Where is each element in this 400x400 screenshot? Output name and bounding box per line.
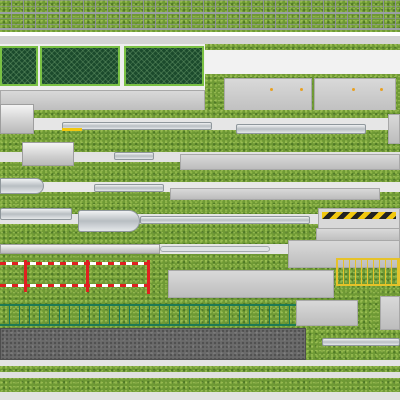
curved-guardrail-end: [0, 178, 44, 194]
road-shoulder-grey: [0, 36, 400, 46]
guardrail-beam-5: [94, 184, 164, 192]
green-mesh-fence: [0, 304, 308, 326]
warning-post: [147, 260, 150, 294]
concrete-block-small-right: [296, 300, 358, 326]
curb-long-5: [170, 188, 380, 200]
jersey-barrier-small: [0, 104, 34, 134]
guardrail-beam-9: [322, 338, 400, 346]
concrete-slab-center: [168, 270, 334, 298]
concrete-block-end: [380, 296, 400, 330]
pavement-strip-5: [0, 182, 400, 192]
curb-long-4: [180, 154, 400, 170]
guardrail-beam-1: [62, 122, 212, 130]
fence-rail-top: [0, 12, 400, 14]
green-net-panel-2: [40, 46, 120, 86]
warning-fence-top-rail: [0, 262, 150, 265]
warning-post: [24, 260, 27, 292]
warning-fence-bottom-rail: [0, 284, 150, 287]
warning-post: [86, 260, 89, 292]
fence-rail-bottom: [0, 28, 400, 30]
pipe-rail-thin: [160, 246, 270, 252]
white-pad: [205, 50, 400, 74]
bolt-marker: [270, 88, 273, 91]
yellow-reflector-strip: [62, 128, 82, 131]
pavement-strip-bottom: [0, 360, 400, 366]
pavement-strip-bottom-2: [0, 372, 400, 378]
bolt-marker: [352, 88, 355, 91]
stone-retaining-wall: [0, 328, 306, 360]
concrete-pillar-right: [388, 114, 400, 144]
green-net-panel-3: [124, 46, 204, 86]
road-barrier-block: [22, 142, 74, 166]
hazard-stripe-beam: [322, 212, 396, 219]
pipe-railing-2: [78, 210, 140, 232]
yellow-crowd-barrier: [336, 258, 400, 286]
bolt-marker: [380, 88, 383, 91]
pipe-railing-1: [0, 208, 72, 220]
guardrail-short: [114, 152, 154, 160]
concrete-block-large-2: [314, 78, 396, 116]
chain-link-fence-top: [0, 0, 400, 30]
concrete-block-large-1: [224, 78, 312, 116]
green-net-panel-1: [0, 46, 38, 86]
grass-strip-3: [0, 110, 400, 150]
guardrail-beam-2: [236, 124, 366, 134]
bolt-marker: [300, 88, 303, 91]
long-barrier-7: [0, 244, 160, 254]
pipe-railing-3: [140, 216, 310, 224]
pavement-strip-bottom-3: [0, 392, 400, 400]
